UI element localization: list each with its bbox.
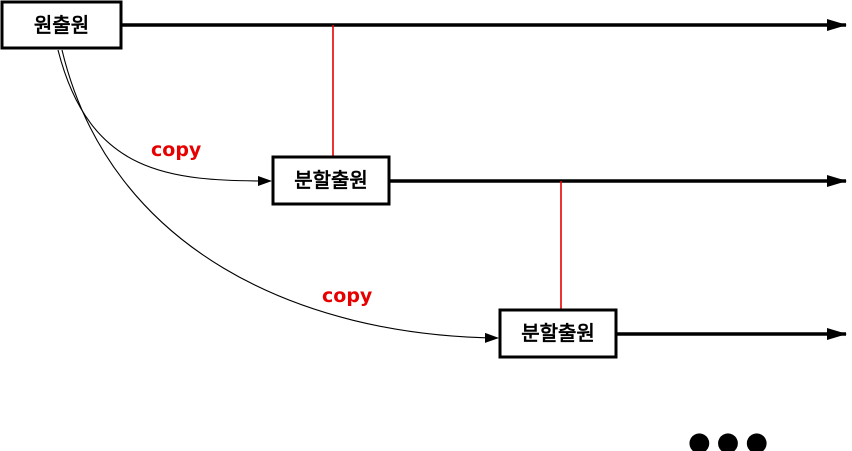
copy-curve-2	[61, 49, 499, 343]
continuation-ellipsis: ●●●	[688, 427, 774, 451]
node-divisional-2-label: 분할출원	[521, 321, 595, 345]
copy-curve-1	[57, 49, 272, 186]
node-original-label: 원출원	[34, 13, 89, 37]
node-divisional-1: 분할출원	[271, 155, 391, 206]
node-divisional-1-label: 분할출원	[294, 168, 368, 192]
node-original: 원출원	[0, 0, 123, 50]
copy-label-1: copy	[151, 139, 202, 161]
node-divisional-2: 분할출원	[498, 308, 618, 359]
copy-label-2: copy	[322, 285, 373, 307]
